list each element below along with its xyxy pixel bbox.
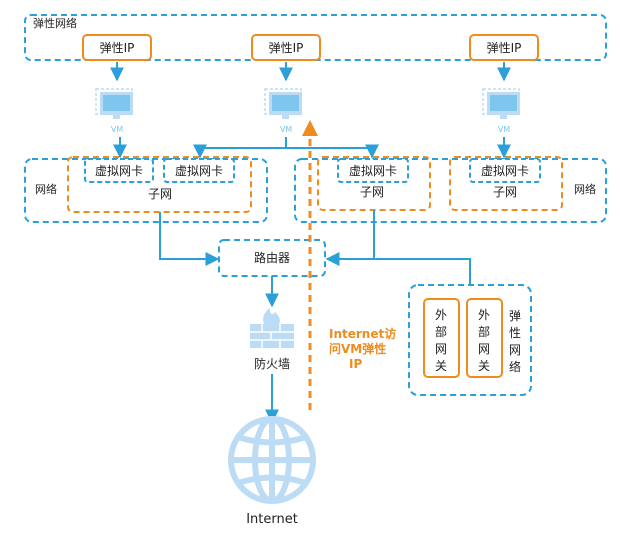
internet[interactable]: Internet: [228, 416, 316, 527]
elastic-ip-3[interactable]: 弹性IP: [469, 34, 539, 61]
external-gateway-2-char-1: 外: [478, 308, 490, 322]
external-gateway-2-char-2: 部: [478, 324, 490, 339]
left-nic-2-label: 虚拟网卡: [175, 164, 223, 178]
monitor-icon: [482, 88, 520, 119]
right-nic-1-label: 虚拟网卡: [349, 164, 397, 178]
elastic-ip-2-label: 弹性IP: [269, 41, 304, 55]
router[interactable]: 路由器: [218, 239, 326, 277]
right-nic-1[interactable]: 虚拟网卡: [337, 158, 409, 183]
router-label: 路由器: [254, 250, 290, 265]
right-network-border: [294, 158, 607, 223]
external-gateway-1[interactable]: 外 部 网 关: [423, 298, 460, 378]
globe-icon: [228, 416, 316, 504]
elastic-ip-3-label: 弹性IP: [487, 41, 522, 55]
firewall-icon: [250, 308, 294, 348]
left-subnet-border: [67, 156, 252, 213]
elastic-group-char-1: 弹: [509, 309, 521, 323]
right-subnet-2-border: [449, 156, 563, 211]
right-subnet-1-label: 子网: [360, 185, 384, 199]
elastic-ip-2[interactable]: 弹性IP: [251, 34, 321, 61]
left-network-label: 网络: [35, 182, 57, 196]
vm-2[interactable]: VM: [264, 88, 302, 134]
right-subnet-2-label: 子网: [493, 185, 517, 199]
external-gateway-1-char-4: 关: [435, 359, 447, 373]
elastic-network-group-border: [408, 284, 532, 396]
internet-access-arrowhead: [302, 120, 318, 136]
elastic-ip-1-label: 弹性IP: [100, 41, 135, 55]
vm-1[interactable]: VM: [95, 88, 133, 134]
right-nic-2-label: 虚拟网卡: [481, 164, 529, 178]
external-gateway-2-char-3: 网: [478, 342, 490, 356]
arrow-vm2-nic2: [193, 137, 287, 159]
external-gateway-2-char-4: 关: [478, 359, 490, 373]
firewall[interactable]: 防火墙: [250, 308, 294, 371]
left-nic-1[interactable]: 虚拟网卡: [84, 158, 154, 183]
elastic-ip-1[interactable]: 弹性IP: [82, 34, 152, 61]
annotation-line-3: IP: [349, 357, 362, 371]
external-gateway-2[interactable]: 外 部 网 关: [466, 298, 503, 378]
arrow-left-network-router: [159, 212, 220, 266]
vm-3[interactable]: VM: [482, 88, 520, 134]
annotation-line-1: Internet访: [329, 326, 396, 341]
right-network-label: 网络: [574, 182, 596, 196]
monitor-icon: [264, 88, 302, 119]
firewall-label: 防火墙: [254, 356, 290, 371]
arrow-right-network-router: [325, 210, 375, 266]
elastic-group-char-4: 络: [509, 359, 521, 374]
external-gateway-1-char-1: 外: [435, 308, 447, 322]
external-gateway-1-char-3: 网: [435, 342, 447, 356]
right-nic-2[interactable]: 虚拟网卡: [469, 158, 541, 183]
external-gateway-1-char-2: 部: [435, 324, 447, 339]
left-subnet-label: 子网: [148, 187, 172, 201]
top-elastic-network-label: 弹性网络: [33, 16, 77, 30]
vm-1-label: VM: [111, 125, 123, 134]
line-elastic-group-router: [374, 258, 471, 284]
monitor-icon: [95, 88, 133, 119]
annotation-line-2: 问VM弹性: [329, 341, 386, 356]
vm-2-label: VM: [280, 125, 292, 134]
left-nic-2[interactable]: 虚拟网卡: [163, 158, 235, 183]
left-nic-1-label: 虚拟网卡: [95, 164, 143, 178]
arrow-vm2-nic3: [286, 144, 379, 159]
internet-label: Internet: [246, 512, 298, 527]
elastic-group-char-2: 性: [509, 326, 521, 340]
elastic-group-char-3: 网: [509, 343, 521, 357]
vm-3-label: VM: [498, 125, 510, 134]
